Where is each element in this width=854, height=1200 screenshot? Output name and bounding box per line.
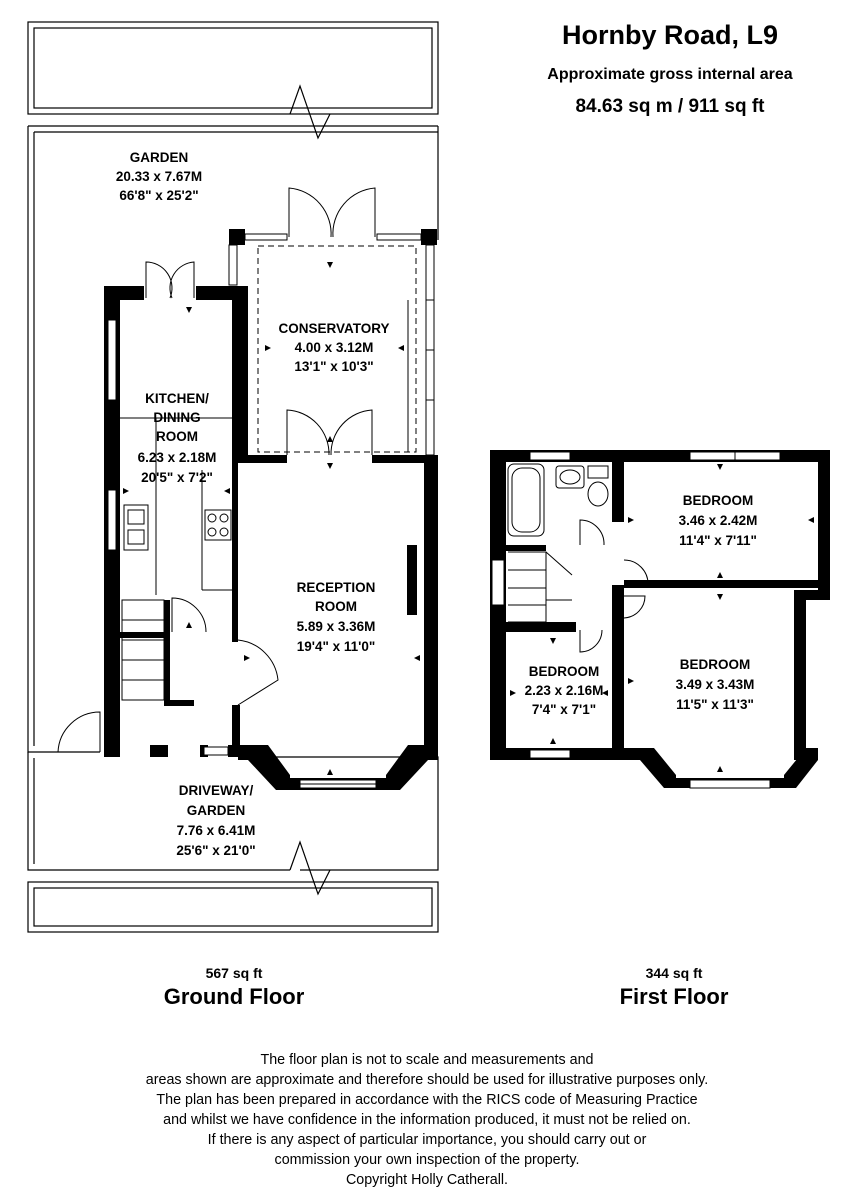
- label-bedroom-front-metric: 3.49 x 3.43M: [676, 677, 755, 692]
- first-floor-label: First Floor: [619, 984, 729, 1009]
- label-reception-line1: RECEPTION: [297, 580, 376, 595]
- ground-floor-fixtures: [42, 261, 377, 789]
- disclaimer-line: The plan has been prepared in accordance…: [156, 1092, 698, 1108]
- disclaimer-line: and whilst we have confidence in the inf…: [163, 1112, 691, 1128]
- dimension-arrows: [123, 262, 814, 775]
- label-driveway-metric: 7.76 x 6.41M: [177, 823, 256, 838]
- label-conservatory-metric: 4.00 x 3.12M: [295, 340, 374, 355]
- label-reception-line2: ROOM: [315, 599, 357, 614]
- label-bedroom-small-imperial: 7'4" x 7'1": [532, 702, 596, 717]
- label-bedroom-front-name: BEDROOM: [680, 657, 751, 672]
- label-bedroom-small-name: BEDROOM: [529, 664, 600, 679]
- label-kitchen-line2: DINING: [153, 410, 200, 425]
- label-kitchen-metric: 6.23 x 2.18M: [138, 450, 217, 465]
- label-bedroom-rear-name: BEDROOM: [683, 493, 754, 508]
- ground-floor-label: Ground Floor: [163, 984, 305, 1009]
- disclaimer-line: Copyright Holly Catherall.: [345, 1172, 509, 1188]
- label-driveway-line1: DRIVEWAY/: [179, 783, 254, 798]
- label-garden-rear-imperial: 66'8" x 25'2": [119, 188, 198, 203]
- label-conservatory-imperial: 13'1" x 10'3": [294, 359, 373, 374]
- property-title: Hornby Road, L9: [561, 20, 778, 50]
- label-kitchen-imperial: 20'5" x 7'2": [141, 470, 213, 485]
- disclaimer-line: The floor plan is not to scale and measu…: [260, 1052, 594, 1068]
- label-bedroom-rear-imperial: 11'4" x 7'11": [679, 533, 757, 548]
- disclaimer-text: The floor plan is not to scale and measu…: [0, 1050, 854, 1190]
- label-kitchen-line1: KITCHEN/: [145, 391, 209, 406]
- total-area: 84.63 sq m / 911 sq ft: [575, 96, 765, 117]
- label-reception-metric: 5.89 x 3.36M: [297, 619, 376, 634]
- first-floor-fixtures: [491, 451, 781, 789]
- label-bedroom-small-metric: 2.23 x 2.16M: [525, 683, 604, 698]
- label-driveway-imperial: 25'6" x 21'0": [176, 843, 255, 858]
- label-conservatory-name: CONSERVATORY: [278, 321, 389, 336]
- front-garden-outline: [27, 752, 439, 933]
- first-floor-walls: [490, 450, 830, 788]
- room-labels: GARDEN 20.33 x 7.67M 66'8" x 25'2" CONSE…: [116, 150, 758, 858]
- label-kitchen-line3: ROOM: [156, 429, 198, 444]
- disclaimer-line: areas shown are approximate and therefor…: [145, 1072, 709, 1088]
- label-garden-rear-metric: 20.33 x 7.67M: [116, 169, 202, 184]
- disclaimer-line: If there is any aspect of particular imp…: [207, 1132, 647, 1148]
- ground-floor-sqft: 567 sq ft: [205, 965, 263, 981]
- ground-floor-walls: [104, 286, 438, 790]
- disclaimer-line: commission your own inspection of the pr…: [274, 1152, 580, 1168]
- area-subtitle: Approximate gross internal area: [547, 66, 793, 83]
- label-reception-imperial: 19'4" x 11'0": [297, 639, 376, 654]
- label-driveway-line2: GARDEN: [187, 803, 246, 818]
- label-bedroom-rear-metric: 3.46 x 2.42M: [679, 513, 758, 528]
- first-floor-sqft: 344 sq ft: [645, 965, 703, 981]
- label-bedroom-front-imperial: 11'5" x 11'3": [676, 697, 754, 712]
- conservatory-structure: [228, 187, 437, 456]
- label-garden-rear-name: GARDEN: [130, 150, 189, 165]
